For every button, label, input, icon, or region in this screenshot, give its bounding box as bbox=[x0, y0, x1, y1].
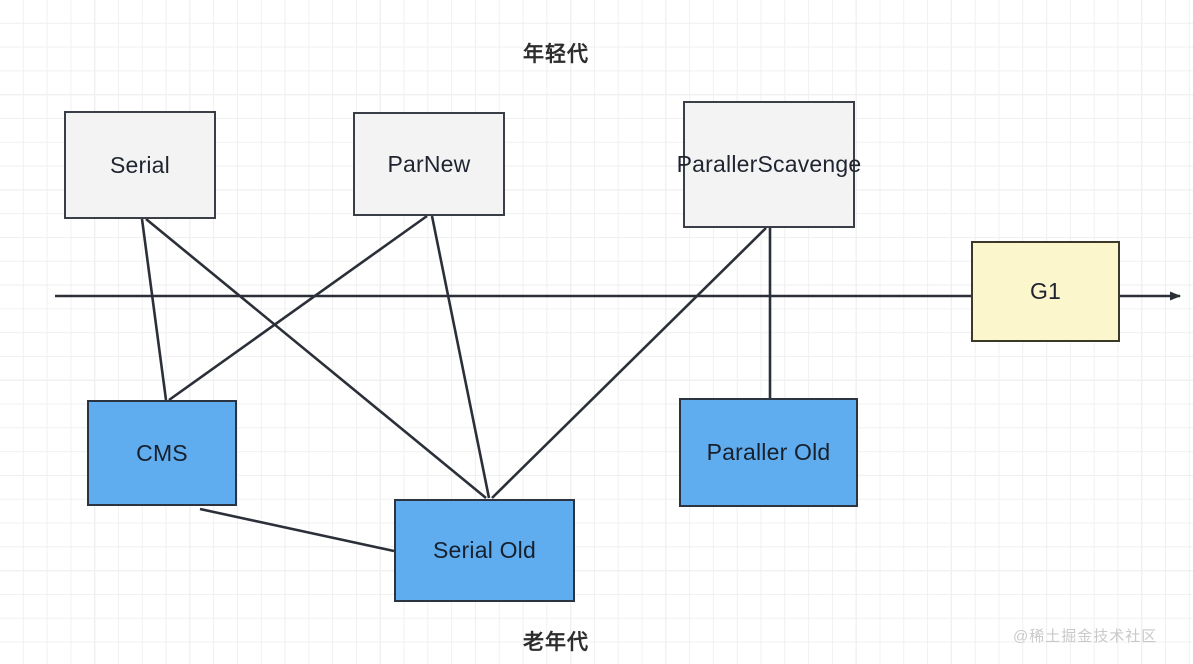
node-g1[interactable]: G1 bbox=[971, 241, 1120, 342]
node-parnew[interactable]: ParNew bbox=[353, 112, 505, 216]
node-serial-label: Serial bbox=[109, 151, 170, 178]
node-parnew-label: ParNew bbox=[387, 150, 471, 177]
node-cms[interactable]: CMS bbox=[87, 400, 237, 506]
node-serial-old[interactable]: Serial Old bbox=[394, 499, 575, 602]
node-parallerscavenge-label: ParallerScavenge bbox=[676, 151, 862, 178]
edge-serial-to-cms bbox=[140, 218, 168, 401]
node-serial[interactable]: Serial bbox=[64, 111, 216, 219]
node-cms-label: CMS bbox=[136, 439, 188, 466]
region-label-old: 老年代 bbox=[523, 631, 589, 654]
edge-parnew-to-cms bbox=[168, 214, 428, 402]
node-g1-label: G1 bbox=[1029, 278, 1062, 305]
node-paraller-old-label: Paraller Old bbox=[706, 439, 831, 466]
edge-parnew-to-serial-old bbox=[430, 215, 491, 499]
node-parallerscavenge[interactable]: ParallerScavenge bbox=[677, 101, 861, 228]
watermark-text: @稀土掘金技术社区 bbox=[1013, 628, 1158, 645]
node-serial-old-label: Serial Old bbox=[433, 537, 536, 564]
edge-cms-to-serial-old bbox=[199, 507, 395, 553]
region-label-young: 年轻代 bbox=[523, 43, 589, 66]
node-paraller-old[interactable]: Paraller Old bbox=[679, 398, 858, 507]
